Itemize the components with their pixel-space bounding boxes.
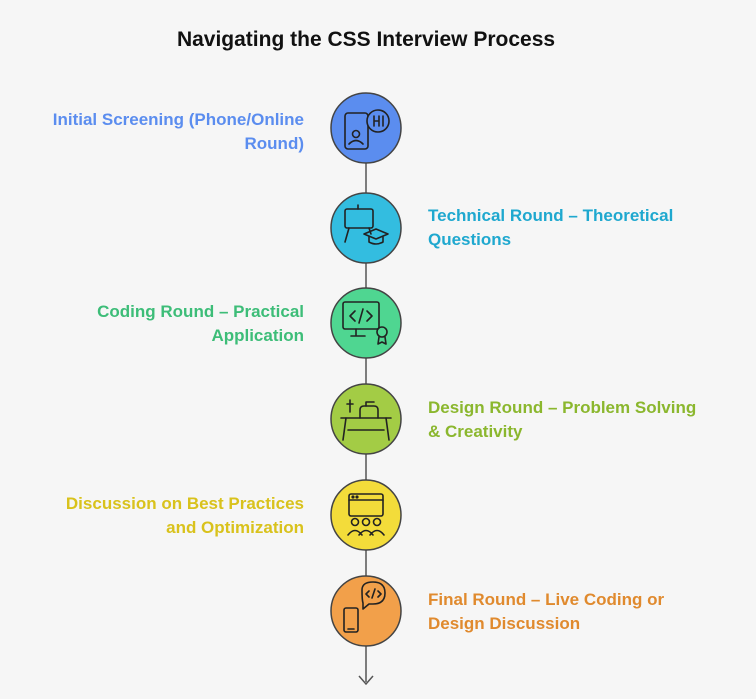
step-2-label: Technical Round – Theoretical Questions: [428, 204, 673, 252]
step-1-label: Initial Screening (Phone/Online Round): [53, 108, 304, 156]
code-monitor-certificate-icon: [342, 301, 388, 345]
step-6-node: [330, 575, 402, 647]
step-2-label-line1: Technical Round – Theoretical: [428, 206, 674, 225]
step-1-label-line1: Initial Screening (Phone/Online: [52, 110, 304, 129]
timeline-arrow-icon: [358, 675, 374, 686]
diagram-title: Navigating the CSS Interview Process: [176, 28, 556, 51]
live-coding-chat-icon: [343, 581, 386, 633]
step-3-node: [330, 287, 402, 359]
step-3-label: Coding Round – Practical Application: [97, 300, 304, 348]
step-2-node: [330, 192, 402, 264]
step-6-label: Final Round – Live Coding or Design Disc…: [428, 588, 664, 636]
step-6-label-line2: Design Discussion: [428, 614, 581, 633]
team-presentation-icon: [347, 493, 385, 536]
lecture-graduation-icon: [344, 204, 389, 245]
step-5-label-line2: and Optimization: [166, 518, 304, 537]
step-4-label-line2: & Creativity: [428, 422, 523, 441]
step-3-label-line1: Coding Round – Practical: [97, 302, 304, 321]
step-1-label-line2: Round): [244, 134, 304, 153]
step-2-label-line2: Questions: [428, 230, 512, 249]
step-5-label: Discussion on Best Practices and Optimiz…: [66, 492, 304, 540]
step-3-label-line2: Application: [211, 326, 304, 345]
step-5-node: [330, 479, 402, 551]
step-4-label: Design Round – Problem Solving & Creativ…: [428, 396, 696, 444]
design-desk-icon: [340, 399, 392, 441]
step-4-node: [330, 383, 402, 455]
step-1-node: [330, 92, 402, 164]
step-6-label-line1: Final Round – Live Coding or: [428, 590, 665, 609]
step-4-label-line1: Design Round – Problem Solving: [428, 398, 697, 417]
step-5-label-line1: Discussion on Best Practices: [65, 494, 304, 513]
phone-greeting-icon: [344, 109, 390, 150]
